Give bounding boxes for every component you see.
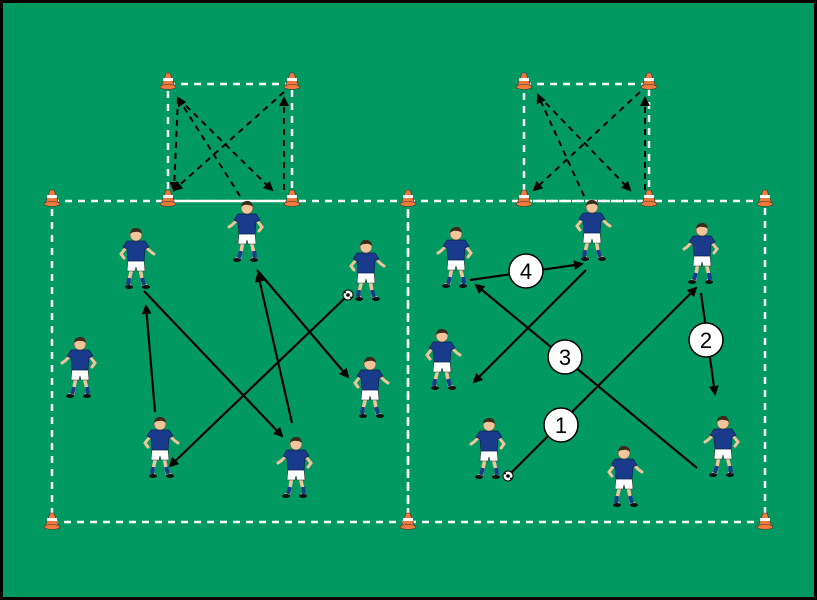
cone	[399, 189, 417, 207]
player	[607, 445, 644, 507]
player	[353, 356, 390, 418]
cone	[159, 72, 177, 90]
step-label-4: 4	[508, 253, 544, 289]
right-mini-grid-boundary	[522, 82, 651, 203]
player	[276, 436, 313, 498]
dashed-arrow	[537, 94, 632, 192]
players	[60, 199, 740, 507]
cone	[159, 189, 177, 207]
pass-arrow	[254, 272, 294, 424]
dashed-arrow	[532, 91, 641, 192]
player	[682, 222, 719, 284]
cone	[640, 72, 658, 90]
step-label-1: 1	[543, 407, 579, 443]
player	[575, 199, 612, 261]
cone	[515, 72, 533, 90]
dashed-arrow	[176, 96, 241, 197]
step-labels: 1 2 3 4	[508, 253, 724, 443]
cone	[756, 512, 774, 530]
pass-arrow	[143, 290, 284, 438]
cone	[640, 189, 658, 207]
cone	[283, 189, 301, 207]
player	[436, 226, 473, 288]
step-label-4-text: 4	[520, 259, 532, 284]
dashed-arrow	[536, 93, 585, 197]
pass-arrow	[472, 269, 587, 384]
step-label-2-text: 2	[700, 328, 712, 353]
cone	[43, 189, 61, 207]
cones	[43, 72, 774, 530]
cone	[756, 189, 774, 207]
dashed-arrow	[172, 91, 285, 192]
pass-arrow	[474, 283, 698, 469]
player	[60, 336, 97, 398]
player	[469, 417, 506, 479]
player	[703, 415, 740, 477]
soccer-ball	[342, 289, 354, 301]
step-label-2: 2	[688, 322, 724, 358]
area-boundaries	[50, 82, 767, 524]
cone	[43, 512, 61, 530]
player	[227, 200, 264, 262]
cone	[283, 72, 301, 90]
soccer-ball	[502, 470, 514, 482]
balls	[342, 289, 514, 482]
player	[349, 239, 386, 301]
cone	[399, 512, 417, 530]
pass-arrow	[168, 296, 347, 468]
cone	[515, 189, 533, 207]
left-mini-grid-boundary	[166, 82, 294, 203]
step-label-1-text: 1	[555, 413, 567, 438]
step-label-3: 3	[547, 339, 583, 375]
pass-arrow	[509, 286, 698, 475]
player	[119, 227, 156, 289]
pass-arrow	[141, 304, 157, 413]
pass-arrow	[256, 269, 350, 379]
player	[143, 416, 180, 478]
mini-grid-arrows	[169, 91, 650, 197]
step-label-3-text: 3	[559, 345, 571, 370]
player	[425, 328, 462, 390]
dashed-arrow	[169, 97, 180, 192]
